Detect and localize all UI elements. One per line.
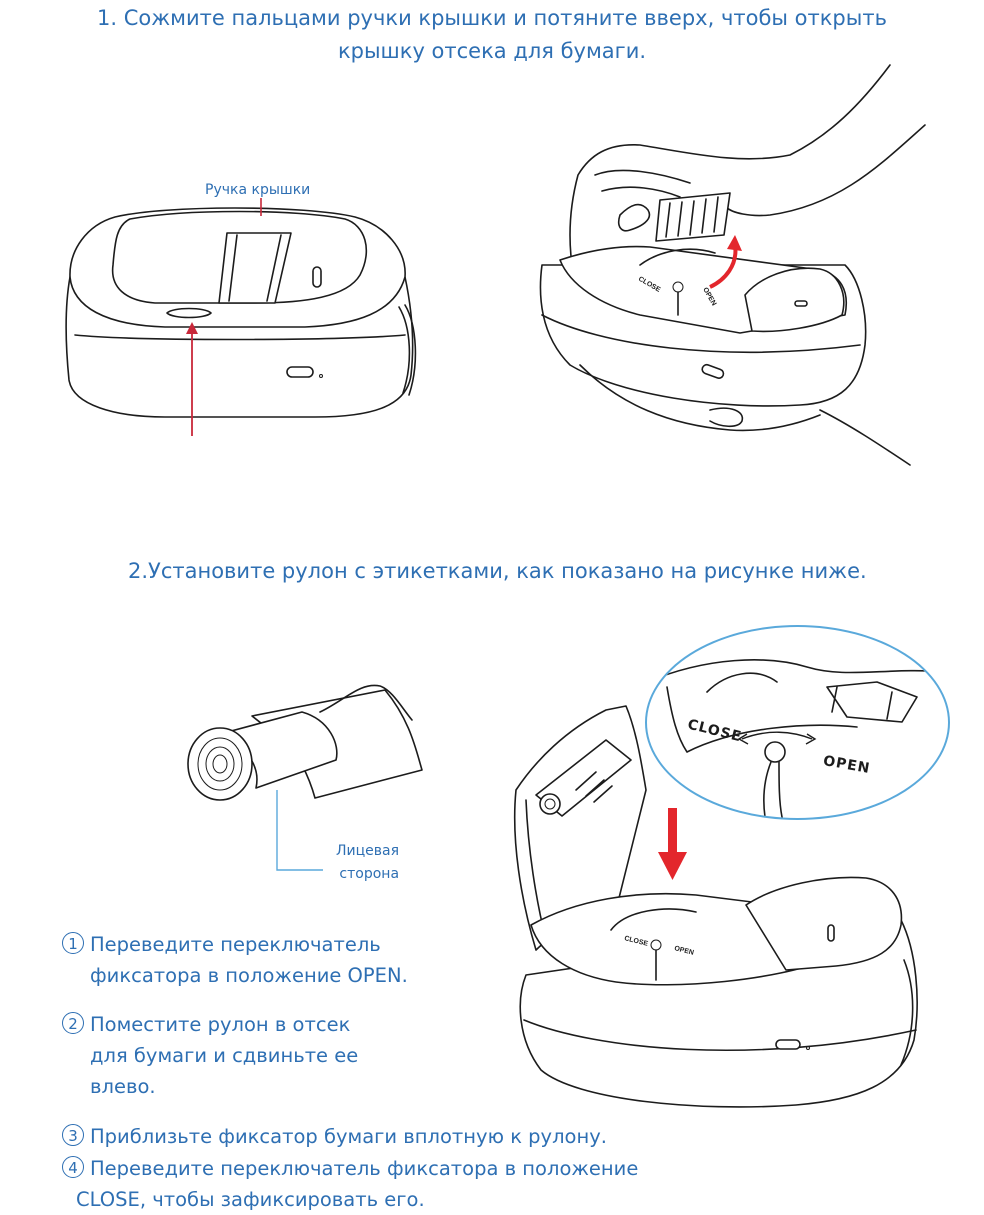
face-side-label: Лицевая сторона xyxy=(336,840,399,886)
instruction-2-line-2: для бумаги и сдвиньте ее xyxy=(90,1044,359,1067)
svg-text:OPEN: OPEN xyxy=(674,945,695,957)
opening-printer-illustration: CLOSE OPEN xyxy=(539,64,926,466)
face-side-line-2: сторона xyxy=(339,866,400,882)
instruction-2: 2 Поместите рулон в отсек для бумаги и сд… xyxy=(62,1009,358,1102)
step-number-4: 4 xyxy=(62,1156,84,1178)
step-1-heading: 1. Сожмите пальцами ручки крышки и потян… xyxy=(0,2,984,68)
step-1-line-2: крышку отсека для бумаги. xyxy=(337,39,647,63)
instruction-1: 1 Переведите переключатель фиксатора в по… xyxy=(62,929,408,991)
closed-printer-illustration xyxy=(65,207,417,418)
step-number-1: 1 xyxy=(62,932,84,954)
front-slot-arrow xyxy=(186,322,198,436)
instruction-1-line-2: фиксатора в положение OPEN. xyxy=(90,964,408,987)
open-printer-illustration: CLOSE OPEN xyxy=(513,705,918,1108)
instruction-4-line-1: Переведите переключатель фиксатора в пол… xyxy=(90,1157,639,1180)
paper-roll-illustration xyxy=(187,684,423,871)
step-2-heading: 2.Установите рулон с этикетками, как пок… xyxy=(128,559,867,583)
lock-switch-detail xyxy=(647,659,948,818)
instruction-1-line-1: Переведите переключатель xyxy=(90,933,381,956)
lock-switch-inset: CLOSE OPEN xyxy=(645,625,950,820)
instruction-4: 4 Переведите переключатель фиксатора в по… xyxy=(62,1153,638,1215)
instruction-2-line-3: влево. xyxy=(90,1075,156,1098)
instruction-4-line-2: CLOSE, чтобы зафиксировать его. xyxy=(76,1188,425,1211)
step-1-line-1: 1. Сожмите пальцами ручки крышки и потян… xyxy=(97,6,887,30)
step-number-3: 3 xyxy=(62,1124,84,1146)
face-side-line-1: Лицевая xyxy=(336,843,400,859)
instruction-3: 3 Приблизьте фиксатор бумаги вплотную к р… xyxy=(62,1121,607,1152)
instruction-3-line-1: Приблизьте фиксатор бумаги вплотную к ру… xyxy=(90,1125,607,1148)
step-number-2: 2 xyxy=(62,1012,84,1034)
cover-handle-pointer xyxy=(260,198,262,216)
cover-handle-label: Ручка крышки xyxy=(205,182,311,198)
instruction-2-line-1: Поместите рулон в отсек xyxy=(90,1013,351,1036)
